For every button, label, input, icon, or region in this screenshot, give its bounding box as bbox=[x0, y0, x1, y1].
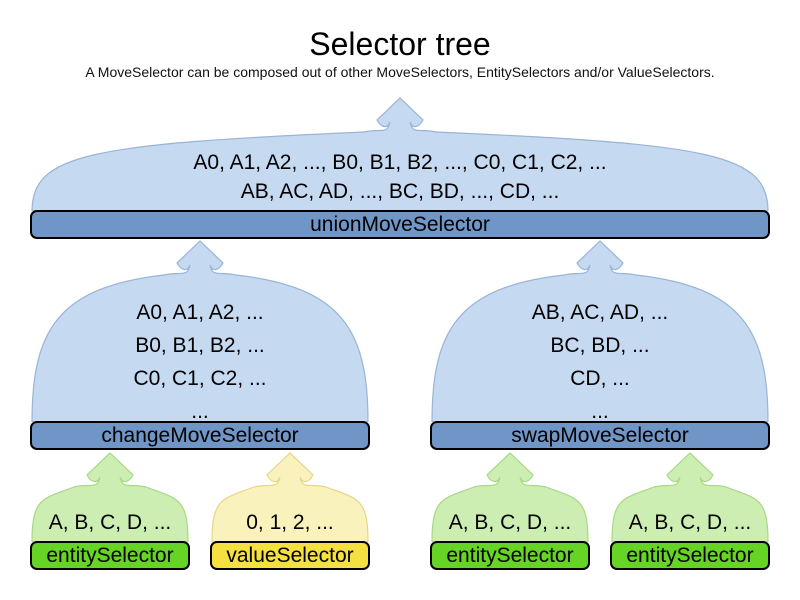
union-cloud-items: A0, A1, A2, ..., B0, B1, B2, ..., C0, C1… bbox=[30, 148, 770, 206]
cloud-line: A, B, C, D, ... bbox=[628, 511, 752, 534]
cloud-line: 0, 1, 2, ... bbox=[246, 511, 334, 534]
entity3-cloud-shape-arrow-up-icon bbox=[611, 452, 769, 542]
value-cloud-items: 0, 1, 2, ... bbox=[210, 508, 370, 537]
cloud-line: CD, ... bbox=[570, 367, 630, 390]
swap-cloud-shape-arrow-up-icon bbox=[431, 240, 769, 422]
cloud-line: A0, A1, A2, ... bbox=[136, 301, 264, 324]
diagram-title: Selector tree bbox=[309, 26, 491, 62]
cloud-line: AB, AC, AD, ... bbox=[531, 301, 669, 324]
entity1-cloud-items: A, B, C, D, ... bbox=[30, 508, 190, 537]
node-value-selector: 0, 1, 2, ... valueSelector bbox=[210, 452, 370, 570]
entity-selector-bar-1: entitySelector bbox=[30, 541, 190, 570]
value-cloud-shape-arrow-up-icon bbox=[211, 452, 369, 542]
cloud-line: A0, A1, A2, ..., B0, B1, B2, ..., C0, C1… bbox=[193, 151, 607, 174]
diagram-subtitle: A MoveSelector can be composed out of ot… bbox=[85, 64, 715, 80]
cloud-line: ... bbox=[191, 400, 209, 423]
node-union-move-selector: A0, A1, A2, ..., B0, B1, B2, ..., C0, C1… bbox=[30, 97, 770, 239]
change-cloud-items: A0, A1, A2, ... B0, B1, B2, ... C0, C1, … bbox=[30, 296, 370, 428]
cloud-line: ... bbox=[591, 400, 609, 423]
cloud-line: A, B, C, D, ... bbox=[48, 511, 172, 534]
cloud-line: B0, B1, B2, ... bbox=[135, 334, 265, 357]
entity-selector-bar-2: entitySelector bbox=[430, 541, 590, 570]
swap-move-selector-bar: swapMoveSelector bbox=[430, 421, 770, 450]
entity1-cloud-shape-arrow-up-icon bbox=[31, 452, 189, 542]
change-cloud-shape-arrow-up-icon bbox=[31, 240, 369, 422]
node-change-move-selector: A0, A1, A2, ... B0, B1, B2, ... C0, C1, … bbox=[30, 240, 370, 450]
entity3-cloud-items: A, B, C, D, ... bbox=[610, 508, 770, 537]
value-selector-bar: valueSelector bbox=[210, 541, 370, 570]
swap-cloud-items: AB, AC, AD, ... BC, BD, ... CD, ... ... bbox=[430, 296, 770, 428]
node-entity-selector-3: A, B, C, D, ... entitySelector bbox=[610, 452, 770, 570]
node-swap-move-selector: AB, AC, AD, ... BC, BD, ... CD, ... ... … bbox=[430, 240, 770, 450]
node-entity-selector-1: A, B, C, D, ... entitySelector bbox=[30, 452, 190, 570]
cloud-line: BC, BD, ... bbox=[550, 334, 650, 357]
change-move-selector-bar: changeMoveSelector bbox=[30, 421, 370, 450]
entity-selector-bar-3: entitySelector bbox=[610, 541, 770, 570]
entity2-cloud-items: A, B, C, D, ... bbox=[430, 508, 590, 537]
cloud-line: A, B, C, D, ... bbox=[448, 511, 572, 534]
entity2-cloud-shape-arrow-up-icon bbox=[431, 452, 589, 542]
cloud-line: AB, AC, AD, ..., BC, BD, ..., CD, ... bbox=[240, 180, 560, 203]
node-entity-selector-2: A, B, C, D, ... entitySelector bbox=[430, 452, 590, 570]
cloud-line: C0, C1, C2, ... bbox=[133, 367, 267, 390]
union-move-selector-bar: unionMoveSelector bbox=[30, 210, 770, 239]
union-cloud-shape-arrow-up-icon bbox=[31, 97, 769, 211]
